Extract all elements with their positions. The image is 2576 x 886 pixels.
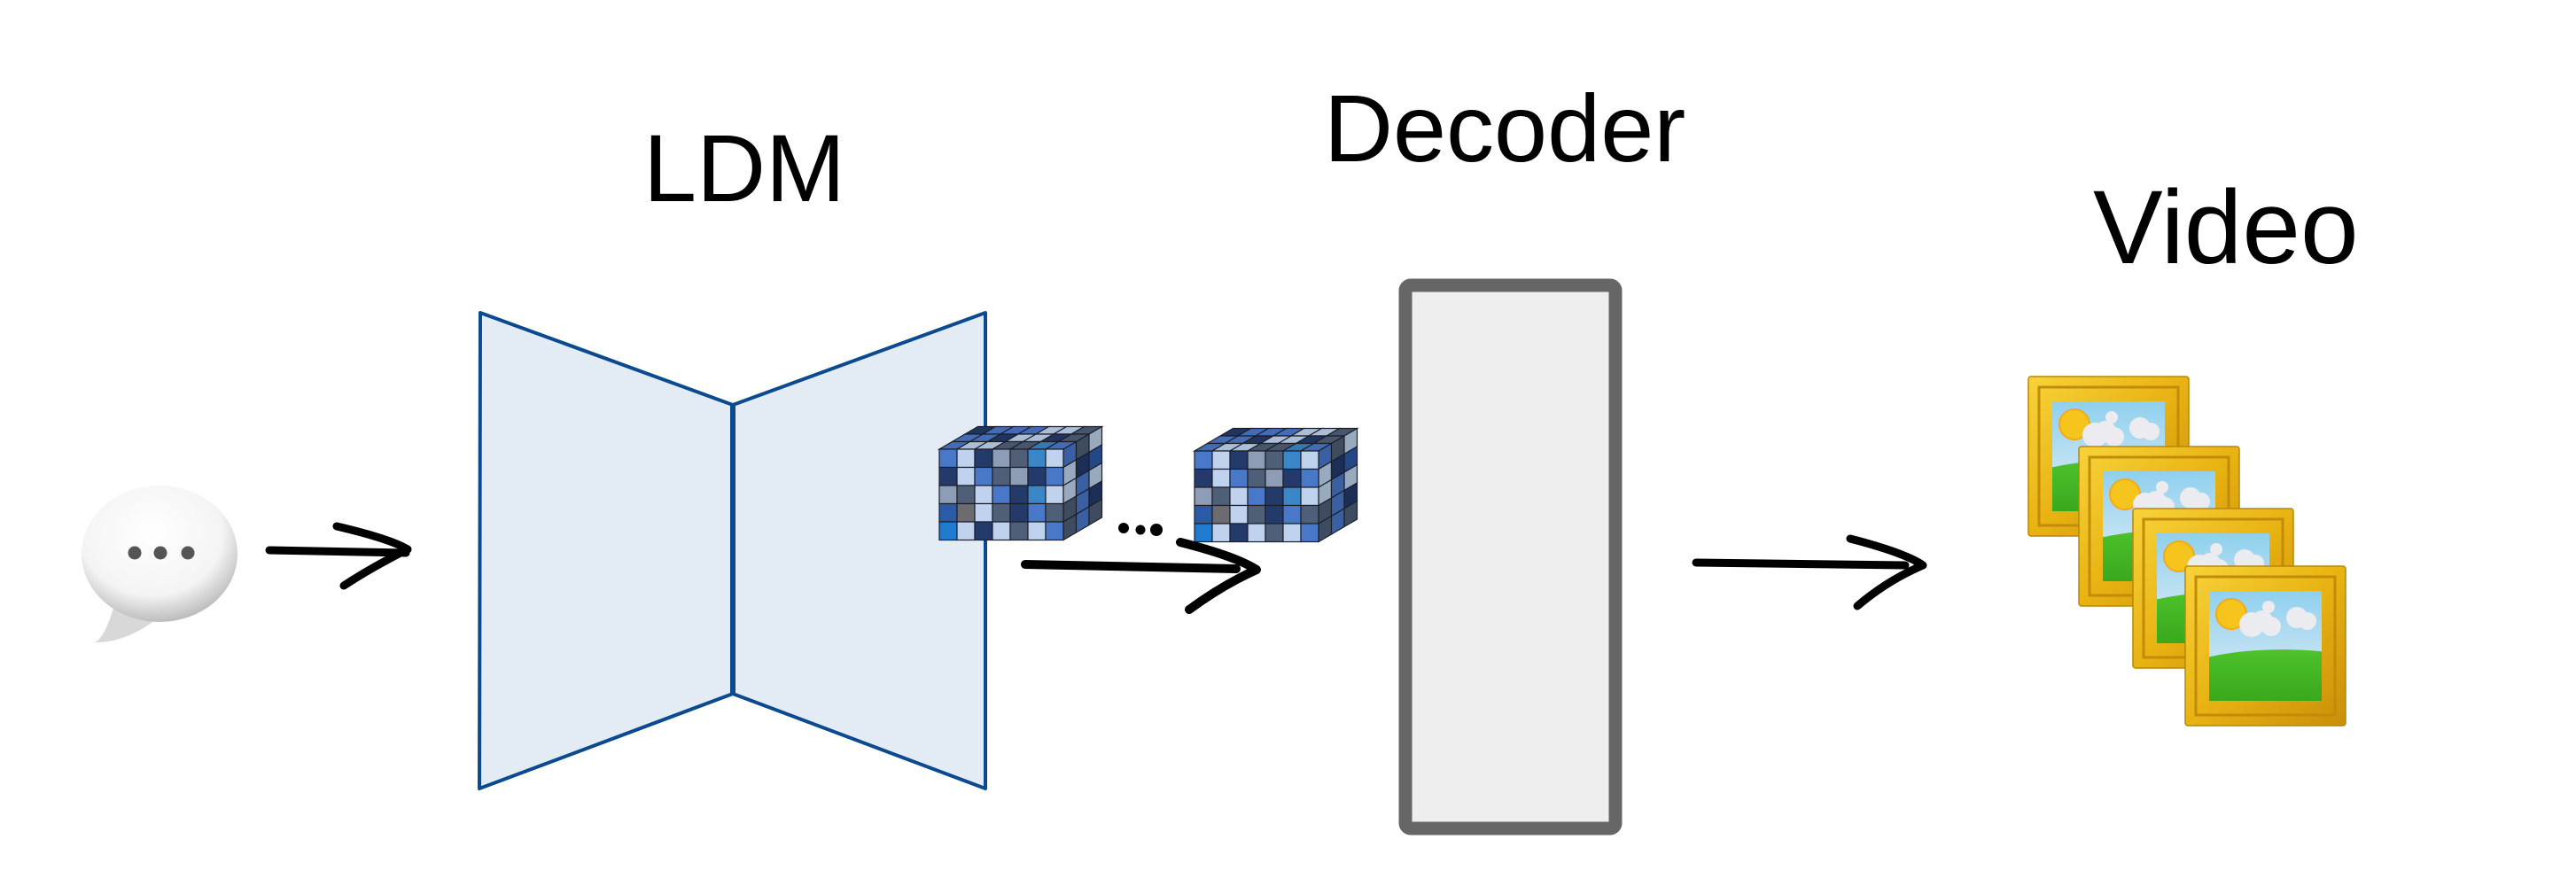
cube-cell — [1229, 523, 1249, 543]
cube-cell — [974, 466, 993, 486]
arrow-prompt-to-ldm — [265, 522, 412, 590]
cube-cell — [938, 502, 958, 523]
cube-cell — [938, 521, 958, 541]
cube-cell — [1300, 523, 1319, 543]
cube-cell — [938, 466, 958, 486]
cube-cell — [1045, 502, 1064, 523]
cube-cell — [1229, 468, 1249, 488]
cube-cell — [1009, 521, 1029, 541]
cube-cell — [1027, 448, 1047, 469]
cube-cell — [1229, 504, 1249, 525]
cube-cell — [1282, 450, 1302, 470]
cube-cell — [1194, 486, 1213, 507]
video-frames — [2027, 376, 2346, 727]
ldm-label: LDM — [643, 114, 846, 222]
cube-cell — [1300, 468, 1319, 488]
cube-cell — [1045, 485, 1064, 505]
cube-cell — [1211, 486, 1231, 507]
cube-cell — [1282, 468, 1302, 488]
cube-cell — [1194, 523, 1213, 543]
cube-cell — [974, 485, 993, 505]
cube-cell — [1027, 502, 1047, 523]
cube-cell — [1009, 448, 1029, 469]
cube-cell — [1265, 468, 1284, 488]
video-label: Video — [2093, 169, 2359, 286]
bubble-dot — [181, 546, 195, 560]
cube-cell — [1045, 448, 1064, 469]
cube-cell — [974, 521, 993, 541]
cube-cell — [1211, 450, 1231, 470]
framed-picture-icon — [2184, 565, 2346, 727]
cube-cell — [1300, 450, 1319, 470]
ldm-block — [478, 311, 987, 790]
cube-cell — [1194, 468, 1213, 488]
cube-cell — [992, 466, 1011, 486]
cube-cell — [956, 466, 976, 486]
cube-cell — [1211, 523, 1231, 543]
cube-cell — [1247, 486, 1266, 507]
cube-cell — [1265, 450, 1284, 470]
ellipsis-icon — [1118, 523, 1163, 536]
cube-cell — [1194, 450, 1213, 470]
cube-cell — [1229, 486, 1249, 507]
ldm-encoder-half — [478, 311, 735, 790]
latent-cube-icon — [1192, 427, 1359, 543]
arrow-decoder-to-video — [1692, 534, 1927, 610]
cube-cell — [992, 502, 1011, 523]
cube-cell — [1229, 450, 1249, 470]
cube-cell — [1282, 523, 1302, 543]
decoder-block — [1398, 278, 1623, 835]
cube-cell — [938, 485, 958, 505]
cube-cell — [974, 502, 993, 523]
cube-cell — [1247, 523, 1266, 543]
cube-cell — [1343, 500, 1358, 528]
cube-cell — [1265, 523, 1284, 543]
cube-cell — [1027, 485, 1047, 505]
cube-cell — [1247, 450, 1266, 470]
cube-cell — [1211, 504, 1231, 525]
cube-cell — [1282, 504, 1302, 525]
cube-cell — [956, 485, 976, 505]
cube-cell — [1247, 504, 1266, 525]
latent-cube-icon — [937, 425, 1104, 541]
cube-cell — [1194, 504, 1213, 525]
cube-cell — [1045, 521, 1064, 541]
cube-cell — [1088, 498, 1103, 526]
cube-cell — [1265, 486, 1284, 507]
speech-bubble-icon — [82, 486, 237, 643]
bubble-dot — [153, 546, 167, 560]
ldm-decoder-half — [731, 311, 987, 790]
cube-cell — [956, 448, 976, 469]
arrow-latent-sequence — [1021, 538, 1261, 614]
cube-cell — [1009, 466, 1029, 486]
cube-cell — [956, 521, 976, 541]
cube-cell — [1009, 485, 1029, 505]
cube-cell — [1247, 468, 1266, 488]
cube-cell — [1027, 521, 1047, 541]
cube-cell — [992, 448, 1011, 469]
cube-cell — [1282, 486, 1302, 507]
cube-cell — [938, 448, 958, 469]
cube-cell — [1045, 466, 1064, 486]
cube-cell — [992, 485, 1011, 505]
cube-cell — [1211, 468, 1231, 488]
cube-cell — [1300, 504, 1319, 525]
cube-cell — [1027, 466, 1047, 486]
cube-cell — [992, 521, 1011, 541]
cube-cell — [1300, 486, 1319, 507]
cube-cell — [1009, 502, 1029, 523]
cube-cell — [1265, 504, 1284, 525]
decoder-label: Decoder — [1324, 74, 1686, 182]
bubble-dot — [128, 546, 142, 560]
cube-cell — [956, 502, 976, 523]
cube-cell — [974, 448, 993, 469]
